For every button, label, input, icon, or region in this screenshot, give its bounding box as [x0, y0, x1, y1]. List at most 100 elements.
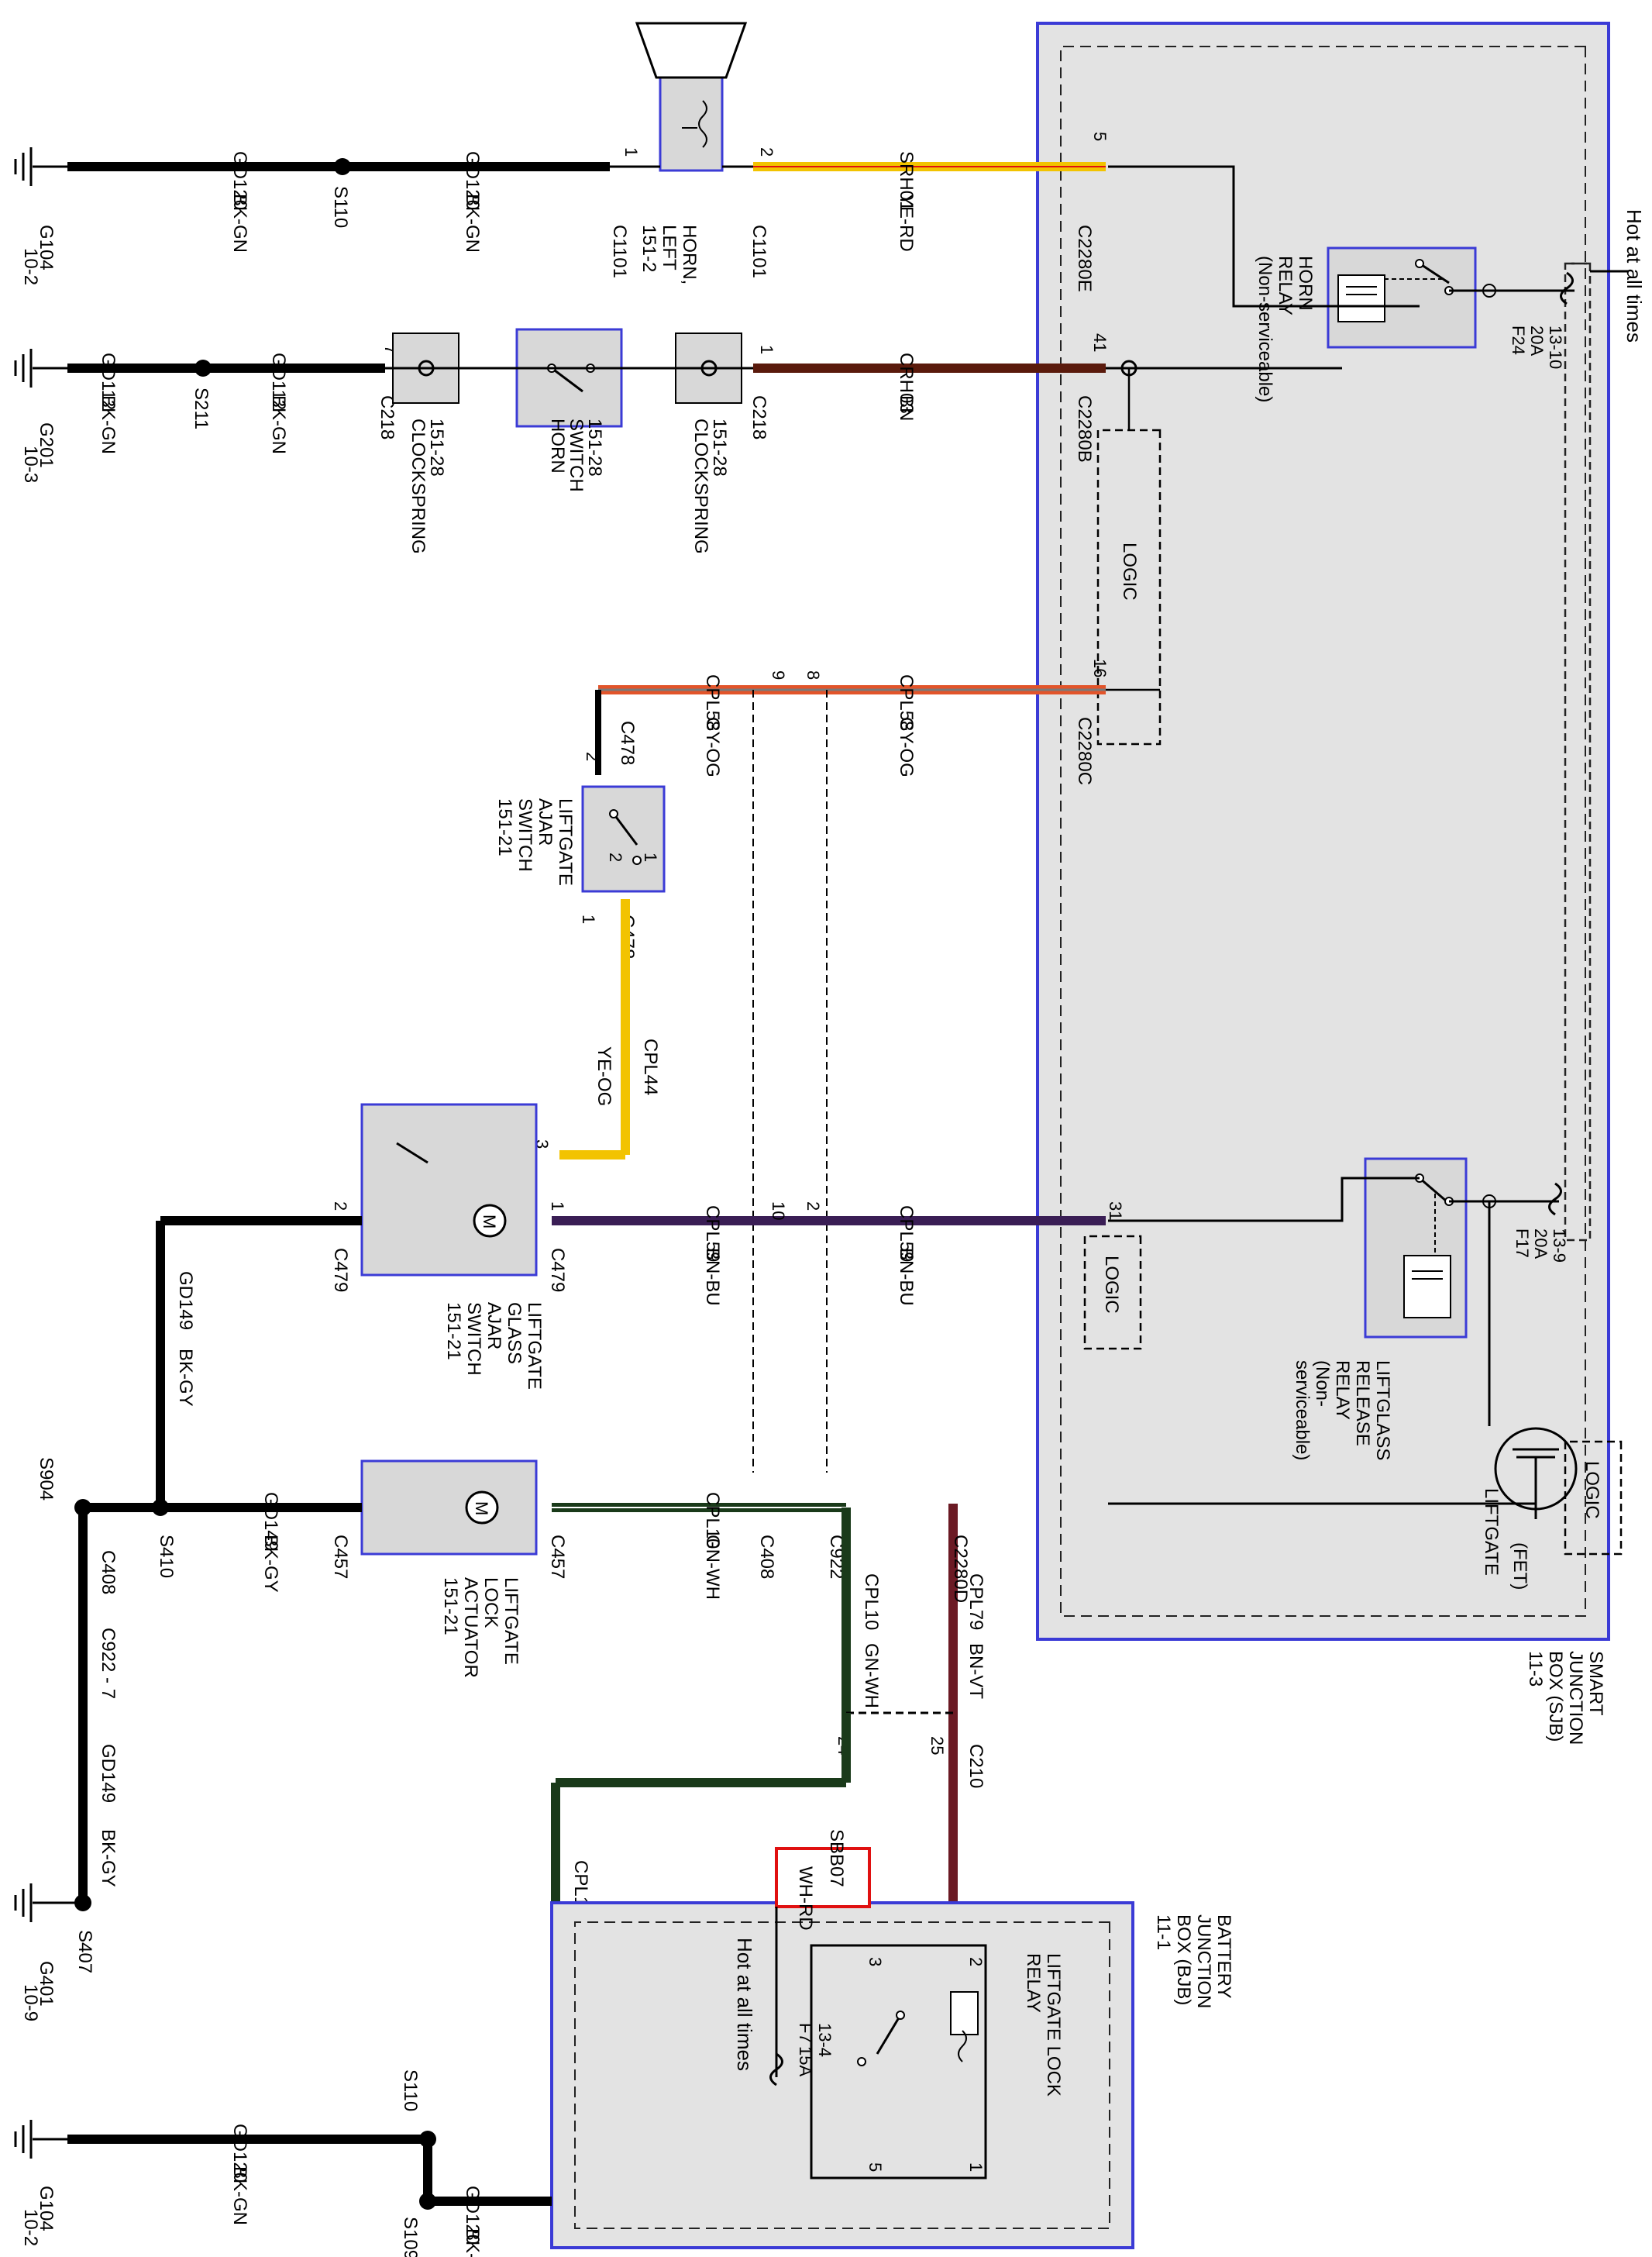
cpl58-color-1: GY-OG: [702, 717, 723, 777]
c457-right-label: C457: [547, 1535, 568, 1579]
splice-s410-label: S410: [156, 1535, 177, 1578]
bjb-inner-dashed: [574, 1921, 1110, 2229]
sjb-internal-horn-out: [1108, 165, 1420, 308]
splice-s211: [194, 360, 212, 377]
svg-text:CLOCKSPRING: CLOCKSPRING: [690, 419, 711, 554]
svg-text:HORN: HORN: [1295, 256, 1316, 311]
gd120-label-3: GD120: [229, 2124, 250, 2183]
cpl59-color-1: BN-BU: [702, 1248, 723, 1306]
splice-s110-bottom-label: S110: [400, 2069, 421, 2111]
svg-text:LEFT: LEFT: [659, 225, 680, 270]
c210-label: C210: [965, 1744, 986, 1788]
liftglass-release-relay: LIFTGLASS RELEASE RELAY (Non- serviceabl…: [1292, 1157, 1468, 1460]
ground-g104-bottom: G104 10-2: [14, 2120, 71, 2246]
horn-switch: HORN SWITCH 151-28: [515, 328, 623, 492]
liftgate-ajar-switch: 1 2 LIFTGATE AJAR SWITCH 151-21: [494, 785, 666, 893]
svg-text:2: 2: [966, 1957, 986, 1966]
cpl59-label-1: CPL59: [702, 1205, 723, 1262]
c479-right-label: C479: [547, 1248, 568, 1292]
svg-text:10-2: 10-2: [20, 2209, 41, 2246]
svg-text:10-3: 10-3: [20, 446, 41, 483]
svg-text:151-21: 151-21: [494, 798, 515, 856]
ground-g201: G201 10-3: [14, 349, 71, 483]
svg-text:JUNCTION: JUNCTION: [1565, 1651, 1586, 1745]
gd149-color-2: BK-GY: [260, 1535, 281, 1593]
c479-left-pin: 2: [331, 1201, 350, 1211]
gd149-color-1: BK-GY: [175, 1349, 196, 1407]
svg-text:AJAR: AJAR: [535, 798, 556, 846]
c1101-left-pin: 1: [621, 147, 641, 157]
svg-text:11-1: 11-1: [1153, 1914, 1174, 1950]
c2280e-pin: 5: [1090, 132, 1110, 141]
svg-text:RELAY: RELAY: [1023, 1953, 1044, 2013]
c2280c-label: C2280C: [1074, 717, 1095, 785]
c210-pin-25: 25: [928, 1736, 947, 1755]
gd149-color-3: BK-GY: [98, 1829, 119, 1887]
cpl10-color-2: GN-WH: [861, 1643, 882, 1708]
gd112-color-2: BK-GN: [268, 395, 289, 454]
svg-text:151-28: 151-28: [709, 419, 730, 477]
svg-text:LIFTGATE: LIFTGATE: [1481, 1488, 1502, 1576]
svg-text:RELAY: RELAY: [1332, 1360, 1353, 1420]
svg-text:LOCK: LOCK: [480, 1577, 501, 1628]
c457-left-label: C457: [330, 1535, 351, 1579]
splice-s904-label: S904: [36, 1457, 57, 1501]
svg-text:LIFTGATE: LIFTGATE: [524, 1302, 545, 1390]
c478-top-pin: 2: [583, 752, 602, 761]
c479-right-pin: 1: [548, 1201, 567, 1211]
cpl58-color-2: GY-OG: [896, 717, 917, 777]
c922-7-label: C922 - 7: [98, 1628, 119, 1699]
svg-text:151-2: 151-2: [638, 225, 659, 272]
wire-sbb07: SBB07 WH-RD: [775, 1829, 871, 1931]
svg-text:BOX (BJB): BOX (BJB): [1173, 1914, 1194, 2005]
gd120-color-2: BK-GN: [462, 194, 483, 253]
svg-text:SMART: SMART: [1585, 1651, 1606, 1716]
gd149-label-2: GD149: [260, 1492, 281, 1551]
svg-text:HORN: HORN: [547, 419, 568, 474]
svg-text:15A: 15A: [796, 2046, 815, 2076]
clockspring-left: CLOCKSPRING 151-28: [392, 333, 459, 554]
gd149-label-1: GD149: [175, 1271, 196, 1330]
svg-text:HORN,: HORN,: [679, 225, 700, 284]
svg-text:SWITCH: SWITCH: [463, 1302, 484, 1376]
svg-text:LIFTGATE LOCK: LIFTGATE LOCK: [1043, 1953, 1064, 2097]
svg-text:LOGIC: LOGIC: [1581, 1461, 1602, 1519]
horn-left: HORN, LEFT 151-2: [635, 22, 748, 284]
crh03-label: CRH03: [896, 353, 917, 414]
svg-text:11-3: 11-3: [1525, 1651, 1546, 1687]
cpl58-pin-9: 9: [769, 670, 788, 680]
svg-text:M: M: [480, 1215, 499, 1228]
splice-s211-label: S211: [191, 388, 212, 429]
ground-g104: G104 10-2: [14, 147, 71, 285]
svg-text:LIFTGLASS: LIFTGLASS: [1372, 1360, 1393, 1460]
cpl79-label: CPL79: [965, 1573, 986, 1630]
fuse-f17: F17 20A 13-9: [1449, 1182, 1569, 1263]
cpl10-label-2: CPL10: [861, 1573, 882, 1630]
liftgate-lock-relay: LIFTGATE LOCK RELAY 2 3 1 5: [810, 1944, 1064, 2179]
cpl10-label-1: CPL10: [702, 1492, 723, 1549]
svg-text:(Non-serviceable): (Non-serviceable): [1254, 256, 1275, 402]
svg-text:20A: 20A: [1531, 1228, 1550, 1259]
logic-block-fet: LOGIC: [1564, 1440, 1623, 1556]
cpl59-pin-10: 10: [769, 1201, 788, 1220]
gd120-label-2: GD120: [462, 151, 483, 210]
svg-text:M: M: [472, 1501, 491, 1515]
c2280c-pin: 16: [1090, 659, 1110, 677]
svg-text:RELEASE: RELEASE: [1352, 1360, 1373, 1446]
cpl58-label-1: CPL58: [702, 674, 723, 731]
cpl79-color: BN-VT: [965, 1643, 986, 1699]
svg-text:LOGIC: LOGIC: [1119, 543, 1140, 601]
gd120-color-1: BK-GN: [229, 194, 250, 253]
svg-text:serviceable): serviceable): [1292, 1360, 1313, 1460]
svg-text:10-9: 10-9: [20, 1984, 41, 2021]
gd112-label-2: GD112: [268, 353, 289, 410]
srh01-label: SRH01: [896, 151, 917, 211]
svg-text:F7: F7: [796, 2023, 815, 2043]
splice-s110-top: [334, 158, 351, 175]
c2280b-label: C2280B: [1074, 395, 1095, 463]
c2280b-pin: 41: [1090, 333, 1110, 352]
clockspring-right: CLOCKSPRING 151-28: [675, 333, 742, 554]
bjb-label: BATTERY JUNCTION BOX (BJB) 11-1: [1153, 1914, 1234, 2008]
svg-text:WH-RD: WH-RD: [795, 1866, 816, 1931]
